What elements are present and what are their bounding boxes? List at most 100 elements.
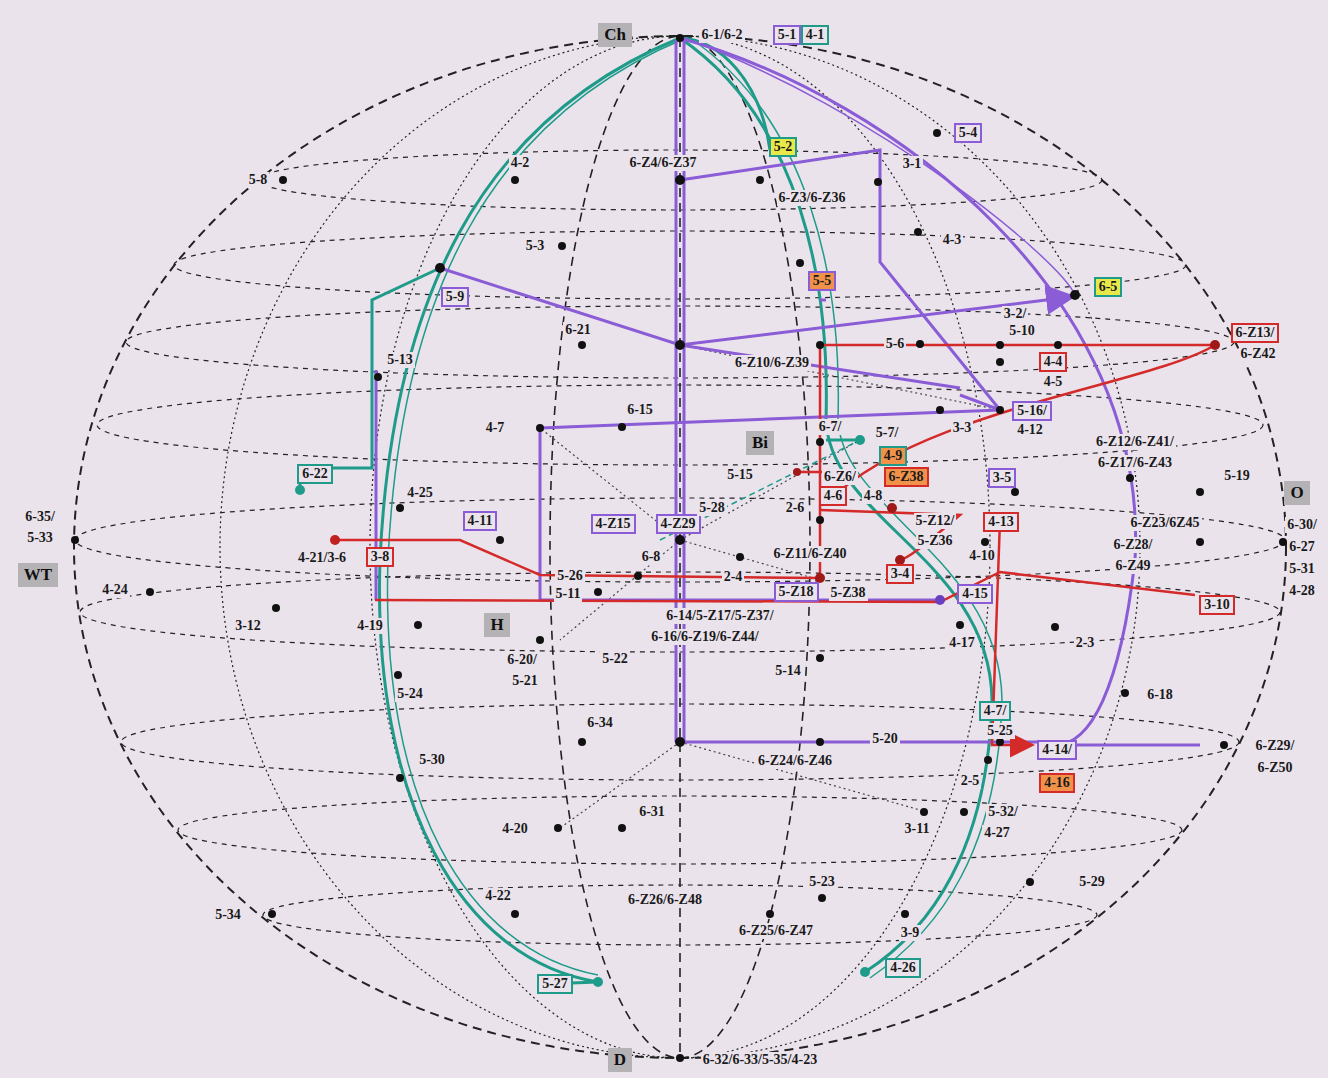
set-name: 5-28 <box>699 500 725 515</box>
set-label: 5-3 <box>524 238 547 255</box>
set-label: 6-Z11/6-Z40 <box>771 546 848 563</box>
set-label: 4-8 <box>862 488 885 505</box>
set-class-box: 4-Z29 <box>656 514 701 535</box>
set-class-box: 5-5 <box>808 271 837 292</box>
set-name: Bi <box>752 433 768 452</box>
set-label: 5-Z12/ <box>914 513 957 530</box>
set-label: 6-8 <box>640 549 663 566</box>
set-name: 6-20/ <box>507 652 537 667</box>
set-name: 5-1 <box>778 27 797 42</box>
set-name: 4-3 <box>943 232 962 247</box>
set-name: 5-26 <box>557 568 583 583</box>
set-class-box: 3-5 <box>988 468 1017 489</box>
set-name: 5-32/ <box>988 804 1018 819</box>
set-label: 4-24 <box>100 582 130 599</box>
set-name: 5-16/ <box>1017 403 1047 418</box>
set-label: 2-3 <box>1074 635 1097 652</box>
set-class-box: 5-9 <box>441 287 470 308</box>
set-label: 6-Z23/6Z45 <box>1128 515 1201 532</box>
set-label: 6-20/ <box>505 652 539 669</box>
set-label: 6-32/6-33/5-35/4-23 <box>701 1052 819 1069</box>
set-name: 4-22 <box>485 888 511 903</box>
set-name: 6-Z13/ <box>1236 325 1275 340</box>
set-name: 6-Z17/6-Z43 <box>1098 455 1172 470</box>
set-name: 2-6 <box>786 500 805 515</box>
set-class-box: 4-14/ <box>1037 740 1077 761</box>
set-name: 6-Z4/6-Z37 <box>630 155 697 170</box>
set-name: 4-26 <box>890 960 916 975</box>
set-name: 6-Z11/6-Z40 <box>773 546 846 561</box>
set-name: 5-Z18 <box>779 584 814 599</box>
set-name: 6-14/5-Z17/5-Z37/ <box>666 608 773 623</box>
set-name: 4-11 <box>468 513 493 528</box>
set-class-box: 3-10 <box>1199 595 1235 616</box>
set-name: 4-19 <box>357 618 383 633</box>
set-class-box: 6-22 <box>297 464 333 485</box>
set-name: 4-14/ <box>1042 742 1072 757</box>
set-name: 5-33 <box>27 530 53 545</box>
set-label: 6-18 <box>1145 687 1175 704</box>
set-name: 6-Z42 <box>1241 346 1276 361</box>
set-name: 5-31 <box>1289 561 1315 576</box>
set-label: 5-13 <box>385 352 415 369</box>
set-name: 5-7/ <box>876 425 899 440</box>
set-label: 5-Z36 <box>916 533 955 550</box>
set-name: 6-Z50 <box>1258 760 1293 775</box>
set-name: 6-Z12/6-Z41/ <box>1096 434 1174 449</box>
set-label: 5-23 <box>807 874 837 891</box>
set-label: 5-25 <box>985 723 1015 740</box>
set-name: 5-6 <box>886 336 905 351</box>
set-name: 5-19 <box>1224 468 1250 483</box>
set-label: 5-33 <box>25 530 55 547</box>
set-name: 3-10 <box>1204 597 1230 612</box>
set-class-box: 4-9 <box>879 446 908 467</box>
set-name: 2-4 <box>724 569 743 584</box>
set-name: WT <box>24 565 52 584</box>
set-label: 5-22 <box>600 651 630 668</box>
set-name: 5-Z12/ <box>916 513 955 528</box>
set-label: 5-7/ <box>874 425 901 442</box>
axis-box: WT <box>18 563 58 587</box>
set-name: 6-27 <box>1289 539 1315 554</box>
set-class-box: 3-8 <box>366 547 395 568</box>
set-name: 6-1/6-2 <box>701 27 742 42</box>
set-label: 5-24 <box>395 686 425 703</box>
set-name: 5-24 <box>397 686 423 701</box>
set-name: 6-Z49 <box>1116 558 1151 573</box>
set-class-box: 4-15 <box>957 584 993 605</box>
set-name: 4-9 <box>884 448 903 463</box>
set-label: 3-3 <box>951 420 974 437</box>
set-class-box: 5-Z18 <box>774 582 819 603</box>
set-label: 4-3 <box>941 232 964 249</box>
set-name: 5-3 <box>526 238 545 253</box>
set-class-box: 6-Z13/ <box>1231 323 1280 344</box>
set-label: 2-4 <box>722 569 745 586</box>
set-label: 6-Z4/6-Z37 <box>628 155 699 172</box>
set-label: 6-Z12/6-Z41/ <box>1094 434 1176 451</box>
set-name: Ch <box>604 25 626 44</box>
axis-box: O <box>1284 481 1309 505</box>
axis-box: Bi <box>746 431 774 455</box>
set-label: 6-Z10/6-Z39 <box>733 355 811 372</box>
set-name: 6-Z25/6-Z47 <box>739 923 813 938</box>
set-label: 6-Z26/6-Z48 <box>626 892 704 909</box>
set-name: 4-27 <box>984 825 1010 840</box>
set-name: D <box>614 1050 626 1069</box>
set-label: 5-21 <box>510 673 540 690</box>
axis-box: Ch <box>598 23 632 47</box>
set-label: 6-Z28/ <box>1112 537 1155 554</box>
set-name: 6-Z26/6-Z48 <box>628 892 702 907</box>
set-name: 4-10 <box>969 548 995 563</box>
set-label: 6-Z17/6-Z43 <box>1096 455 1174 472</box>
set-name: 4-Z29 <box>661 516 696 531</box>
set-class-box: 5-4 <box>954 123 983 144</box>
set-name: 4-7 <box>486 420 505 435</box>
set-label: 4-19 <box>355 618 385 635</box>
set-name: 5-2 <box>774 139 793 154</box>
set-name: 6-32/6-33/5-35/4-23 <box>703 1052 817 1067</box>
set-name: 5-10 <box>1009 323 1035 338</box>
set-name: 4-Z15 <box>596 516 631 531</box>
set-name: 3-5 <box>993 470 1012 485</box>
set-label: 4-21/3-6 <box>296 550 348 567</box>
set-name: 3-2/ <box>1004 306 1027 321</box>
